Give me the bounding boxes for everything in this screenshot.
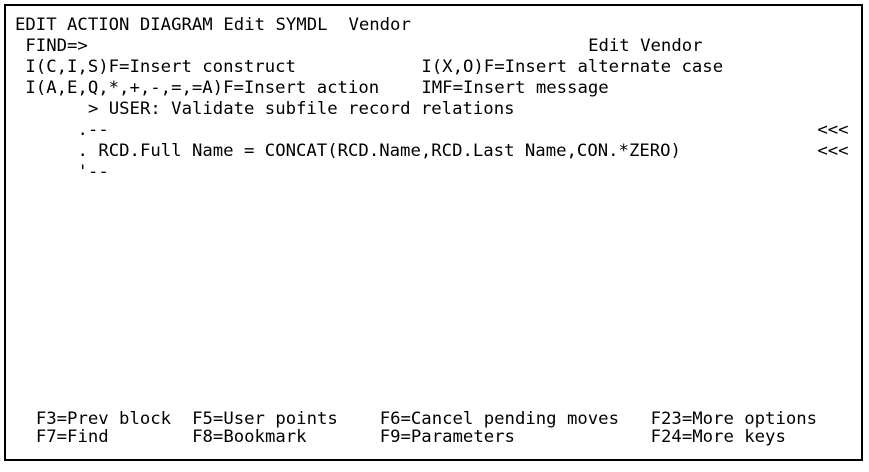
help-insert-alternate-case: I(X,O)F=Insert alternate case [421, 57, 724, 77]
diagram-user-point[interactable]: > USER: Validate subfile record relation… [87, 99, 515, 119]
fkey-f7[interactable]: F7=Find [35, 427, 109, 447]
help-insert-construct: I(C,I,S)F=Insert construct [25, 57, 296, 77]
fkey-f8[interactable]: F8=Bookmark [192, 427, 307, 447]
change-marker: <<< [817, 120, 849, 140]
diagram-construct-close[interactable]: '-- [77, 162, 109, 182]
help-insert-action: I(A,E,Q,*,+,-,=,=A)F=Insert action [25, 78, 380, 98]
help-insert-message: IMF=Insert message [421, 78, 609, 98]
fkey-f3[interactable]: F3=Prev block [35, 409, 172, 429]
header-file-name: Vendor [348, 15, 411, 35]
header-function-name: Edit Vendor [588, 36, 703, 56]
fkey-f9[interactable]: F9=Parameters [379, 427, 515, 447]
header-model-name: SYMDL [275, 15, 328, 35]
header-mode: Edit [223, 15, 266, 35]
change-marker: <<< [817, 141, 849, 161]
fkey-f24[interactable]: F24=More keys [650, 427, 786, 447]
fkey-f5[interactable]: F5=User points [192, 409, 338, 429]
fkey-f23[interactable]: F23=More options [650, 409, 818, 429]
diagram-construct-open[interactable]: .-- [77, 120, 109, 140]
fkey-f6[interactable]: F6=Cancel pending moves [379, 409, 619, 429]
diagram-statement[interactable]: . RCD.Full Name = CONCAT(RCD.Name,RCD.La… [77, 141, 681, 161]
find-field[interactable]: FIND=> [25, 36, 88, 56]
screen-title: EDIT ACTION DIAGRAM [15, 15, 213, 35]
